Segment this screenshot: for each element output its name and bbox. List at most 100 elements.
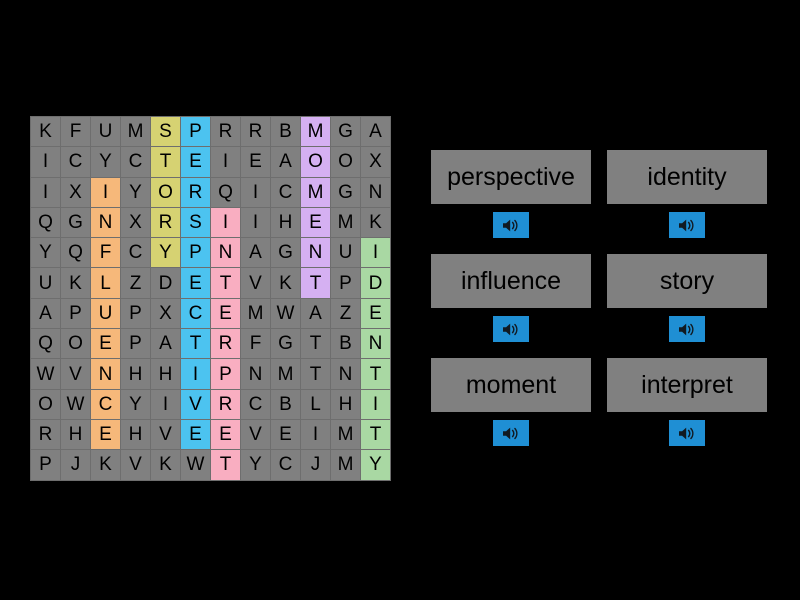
speaker-icon-button-identity[interactable] bbox=[669, 212, 705, 238]
grid-cell[interactable]: G bbox=[270, 328, 301, 360]
grid-cell[interactable]: S bbox=[180, 206, 211, 239]
grid-cell[interactable]: C bbox=[90, 388, 121, 420]
grid-cell[interactable]: N bbox=[210, 237, 241, 269]
grid-cell[interactable]: T bbox=[210, 267, 241, 299]
grid-cell[interactable]: W bbox=[60, 388, 91, 420]
grid-cell[interactable]: M bbox=[330, 206, 361, 239]
grid-cell[interactable]: I bbox=[240, 176, 271, 208]
grid-cell[interactable]: E bbox=[180, 418, 211, 451]
word-chip-moment[interactable]: moment bbox=[431, 358, 591, 412]
grid-cell[interactable]: T bbox=[300, 267, 331, 299]
grid-cell[interactable]: Q bbox=[210, 176, 241, 208]
grid-cell[interactable]: I bbox=[360, 388, 391, 420]
grid-cell[interactable]: X bbox=[360, 146, 391, 178]
grid-cell[interactable]: W bbox=[270, 297, 301, 330]
grid-cell[interactable]: U bbox=[30, 267, 61, 299]
grid-cell[interactable]: B bbox=[330, 328, 361, 360]
grid-cell[interactable]: K bbox=[90, 449, 121, 481]
grid-cell[interactable]: X bbox=[120, 206, 151, 239]
word-chip-story[interactable]: story bbox=[607, 254, 767, 308]
grid-cell[interactable]: Q bbox=[30, 206, 61, 239]
grid-cell[interactable]: P bbox=[120, 297, 151, 330]
word-chip-identity[interactable]: identity bbox=[607, 150, 767, 204]
grid-cell[interactable]: M bbox=[330, 449, 361, 481]
grid-cell[interactable]: N bbox=[240, 358, 271, 390]
grid-cell[interactable]: N bbox=[90, 206, 121, 239]
grid-cell[interactable]: E bbox=[210, 297, 241, 330]
grid-cell[interactable]: L bbox=[300, 388, 331, 420]
grid-cell[interactable]: O bbox=[300, 146, 331, 178]
grid-cell[interactable]: R bbox=[30, 418, 61, 451]
grid-cell[interactable]: X bbox=[60, 176, 91, 208]
grid-cell[interactable]: N bbox=[360, 328, 391, 360]
grid-cell[interactable]: Z bbox=[120, 267, 151, 299]
grid-cell[interactable]: U bbox=[90, 297, 121, 330]
grid-cell[interactable]: H bbox=[330, 388, 361, 420]
grid-cell[interactable]: Y bbox=[120, 388, 151, 420]
grid-cell[interactable]: T bbox=[210, 449, 241, 481]
grid-cell[interactable]: I bbox=[150, 388, 181, 420]
speaker-icon-button-moment[interactable] bbox=[493, 420, 529, 446]
grid-cell[interactable]: F bbox=[60, 115, 91, 148]
grid-cell[interactable]: F bbox=[240, 328, 271, 360]
grid-cell[interactable]: D bbox=[360, 267, 391, 299]
grid-cell[interactable]: A bbox=[240, 237, 271, 269]
speaker-icon-button-influence[interactable] bbox=[493, 316, 529, 342]
grid-cell[interactable]: A bbox=[30, 297, 61, 330]
grid-cell[interactable]: K bbox=[60, 267, 91, 299]
grid-cell[interactable]: C bbox=[240, 388, 271, 420]
grid-cell[interactable]: R bbox=[210, 388, 241, 420]
grid-cell[interactable]: M bbox=[330, 418, 361, 451]
grid-cell[interactable]: V bbox=[150, 418, 181, 451]
grid-cell[interactable]: H bbox=[270, 206, 301, 239]
grid-cell[interactable]: P bbox=[60, 297, 91, 330]
word-chip-perspective[interactable]: perspective bbox=[431, 150, 591, 204]
grid-cell[interactable]: M bbox=[120, 115, 151, 148]
grid-cell[interactable]: J bbox=[300, 449, 331, 481]
grid-cell[interactable]: E bbox=[300, 206, 331, 239]
grid-cell[interactable]: V bbox=[240, 418, 271, 451]
grid-cell[interactable]: Q bbox=[30, 328, 61, 360]
grid-cell[interactable]: O bbox=[150, 176, 181, 208]
grid-cell[interactable]: E bbox=[90, 328, 121, 360]
grid-cell[interactable]: T bbox=[360, 418, 391, 451]
grid-cell[interactable]: W bbox=[30, 358, 61, 390]
grid-cell[interactable]: O bbox=[330, 146, 361, 178]
grid-cell[interactable]: I bbox=[240, 206, 271, 239]
grid-cell[interactable]: K bbox=[150, 449, 181, 481]
grid-cell[interactable]: M bbox=[300, 176, 331, 208]
grid-cell[interactable]: V bbox=[120, 449, 151, 481]
grid-cell[interactable]: R bbox=[150, 206, 181, 239]
grid-cell[interactable]: R bbox=[210, 328, 241, 360]
grid-cell[interactable]: T bbox=[300, 358, 331, 390]
grid-cell[interactable]: R bbox=[210, 115, 241, 148]
grid-cell[interactable]: B bbox=[270, 115, 301, 148]
grid-cell[interactable]: H bbox=[150, 358, 181, 390]
grid-cell[interactable]: T bbox=[150, 146, 181, 178]
grid-cell[interactable]: N bbox=[300, 237, 331, 269]
grid-cell[interactable]: F bbox=[90, 237, 121, 269]
grid-cell[interactable]: P bbox=[30, 449, 61, 481]
grid-cell[interactable]: I bbox=[30, 176, 61, 208]
grid-cell[interactable]: N bbox=[360, 176, 391, 208]
grid-cell[interactable]: I bbox=[210, 146, 241, 178]
grid-cell[interactable]: C bbox=[270, 176, 301, 208]
grid-cell[interactable]: G bbox=[60, 206, 91, 239]
grid-cell[interactable]: U bbox=[90, 115, 121, 148]
grid-cell[interactable]: W bbox=[180, 449, 211, 481]
grid-cell[interactable]: P bbox=[180, 115, 211, 148]
grid-cell[interactable]: H bbox=[120, 358, 151, 390]
word-chip-influence[interactable]: influence bbox=[431, 254, 591, 308]
grid-cell[interactable]: Y bbox=[120, 176, 151, 208]
speaker-icon-button-perspective[interactable] bbox=[493, 212, 529, 238]
grid-cell[interactable]: Y bbox=[90, 146, 121, 178]
grid-cell[interactable]: N bbox=[330, 358, 361, 390]
grid-cell[interactable]: P bbox=[180, 237, 211, 269]
grid-cell[interactable]: O bbox=[30, 388, 61, 420]
grid-cell[interactable]: C bbox=[270, 449, 301, 481]
speaker-icon-button-interpret[interactable] bbox=[669, 420, 705, 446]
grid-cell[interactable]: V bbox=[240, 267, 271, 299]
grid-cell[interactable]: C bbox=[60, 146, 91, 178]
grid-cell[interactable]: C bbox=[120, 146, 151, 178]
